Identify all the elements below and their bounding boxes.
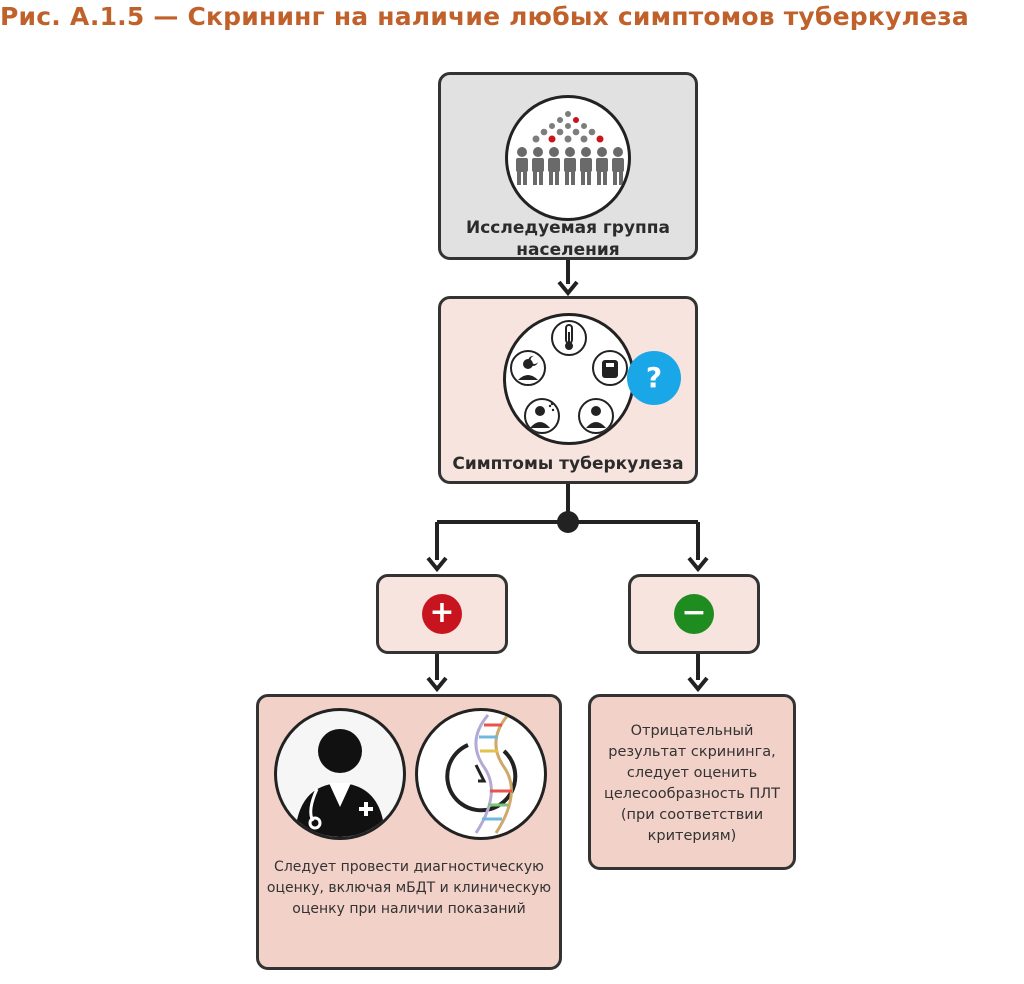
diagnostic-text: Следует провести диагностическую оценку,… bbox=[266, 859, 552, 917]
doctor-icon bbox=[274, 708, 406, 840]
figure-title: Рис. A.1.5 — Скрининг на наличие любых с… bbox=[0, 2, 969, 31]
plus-icon: + bbox=[422, 594, 462, 634]
symptoms-label: Симптомы туберкулеза bbox=[452, 454, 684, 474]
positive-box: + bbox=[376, 574, 508, 654]
person-cough-icon bbox=[586, 406, 606, 428]
population-box: Исследуемая группа населения bbox=[438, 72, 698, 260]
negative-result-box: Отрицательный результат скрининга, следу… bbox=[588, 694, 796, 870]
weight-scale-icon bbox=[602, 360, 618, 378]
arrow-head bbox=[687, 556, 709, 573]
question-badge: ? bbox=[627, 351, 681, 405]
negative-result-text: Отрицательный результат скрининга, следу… bbox=[603, 723, 781, 844]
symptoms-icon bbox=[503, 313, 635, 445]
molecular-test-icon bbox=[415, 708, 547, 840]
arrow-head bbox=[426, 556, 448, 573]
arrow-head bbox=[426, 676, 448, 693]
arrow-head bbox=[687, 676, 709, 693]
negative-box: − bbox=[628, 574, 760, 654]
population-label: Исследуемая группа населения bbox=[466, 218, 670, 260]
symptoms-box: ? Симптомы туберкулеза bbox=[438, 296, 698, 484]
night-sweat-icon bbox=[518, 355, 538, 380]
person-sneeze-icon bbox=[530, 402, 555, 428]
branch-dot bbox=[557, 511, 579, 533]
minus-icon: − bbox=[674, 594, 714, 634]
arrow-head bbox=[557, 280, 579, 297]
thermometer-icon bbox=[565, 324, 573, 350]
diagnostic-box: Следует провести диагностическую оценку,… bbox=[256, 694, 562, 970]
population-icon bbox=[505, 95, 631, 221]
